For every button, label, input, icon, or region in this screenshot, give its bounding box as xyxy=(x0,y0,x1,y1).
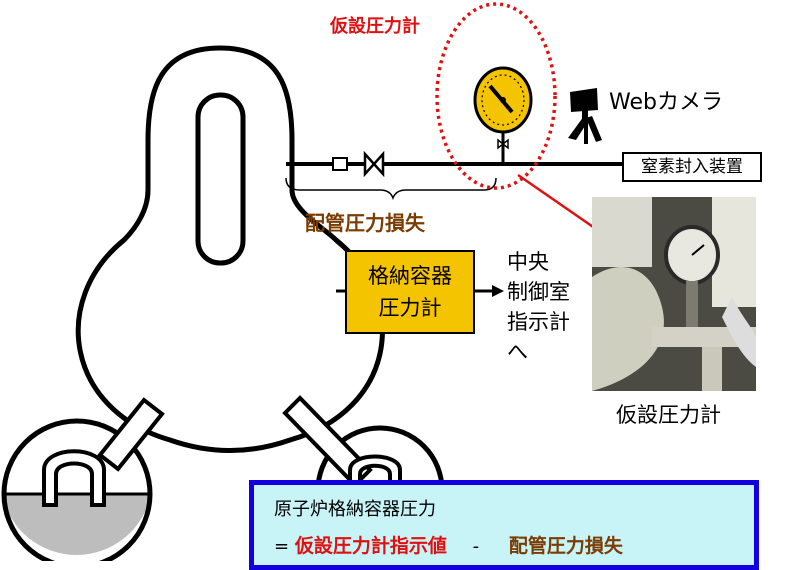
filter xyxy=(332,157,348,171)
pipe-loss-brace xyxy=(285,177,497,201)
photo-caption: 仮設圧力計 xyxy=(616,403,721,427)
nitrogen-device-label: 窒素封入装置 xyxy=(641,157,743,177)
reactor-vessel xyxy=(195,92,246,266)
web-camera-icon xyxy=(568,88,602,144)
control-room-label: 中央 制御室 指示計 へ xyxy=(507,247,570,367)
web-camera-label: Webカメラ xyxy=(609,90,723,115)
control-room-line-2: 制御室 xyxy=(507,280,570,304)
formula-equals: = xyxy=(274,536,290,557)
gauge-photo xyxy=(592,197,756,391)
containment-gauge-label-1: 格納容器 xyxy=(368,264,452,288)
vent-pipe-right xyxy=(282,395,373,488)
formula-box: 原子炉格納容器圧力 = 仮設圧力計指示値 - 配管圧力損失 xyxy=(249,480,759,570)
formula-line-1: 原子炉格納容器圧力 xyxy=(274,499,436,520)
highlight-ellipse xyxy=(435,2,557,190)
containment-gauge-label-2: 圧力計 xyxy=(378,296,442,320)
nitrogen-device-box: 窒素封入装置 xyxy=(622,152,762,182)
control-room-line-3: 指示計 xyxy=(507,310,570,334)
pipe-loss-label: 配管圧力損失 xyxy=(305,211,425,235)
formula-minus: - xyxy=(472,536,480,557)
control-room-line-1: 中央 xyxy=(507,250,549,274)
suppression-chamber-water-left xyxy=(2,494,151,555)
formula-line-2: = 仮設圧力計指示値 - 配管圧力損失 xyxy=(274,531,623,558)
formula-term-1: 仮設圧力計指示値 xyxy=(294,535,447,557)
containment-gauge-box: 格納容器 圧力計 xyxy=(345,250,475,334)
control-room-line-4: へ xyxy=(507,340,528,364)
formula-term-2: 配管圧力損失 xyxy=(508,535,623,557)
valve xyxy=(363,150,385,178)
vent-pipe-left xyxy=(97,397,165,472)
temp-gauge-title: 仮設圧力計 xyxy=(330,16,420,37)
